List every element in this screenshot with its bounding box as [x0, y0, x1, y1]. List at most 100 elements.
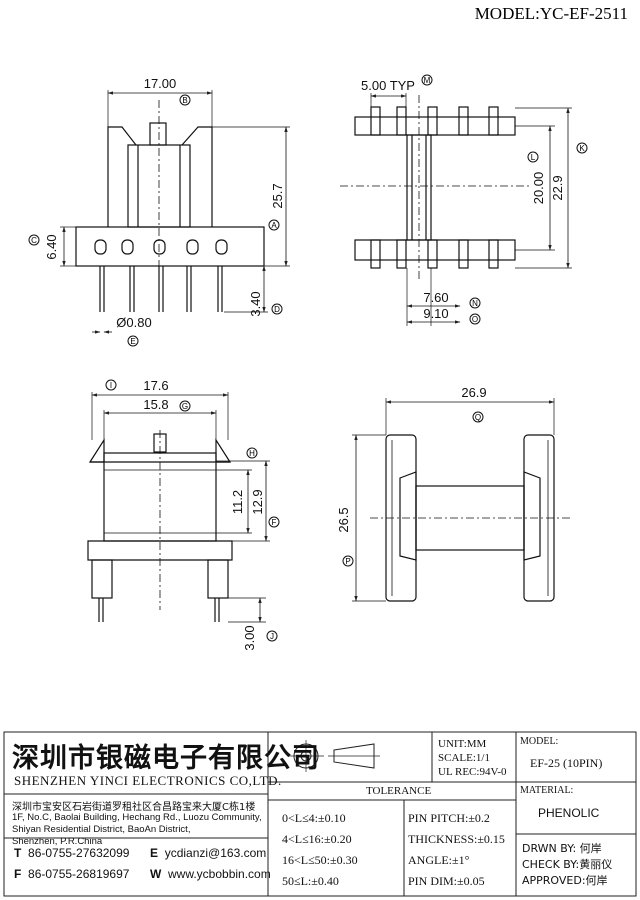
- tag-d: D: [274, 305, 280, 314]
- model-value: EF-25 (10PIN): [530, 756, 603, 770]
- tag-n: N: [472, 299, 478, 308]
- tolerance-row: 50≤L:±0.40: [282, 874, 339, 888]
- address-line: 1F, No.C, Baolai Building, Hechang Rd., …: [12, 812, 262, 823]
- tolerance-row: 0<L≤4:±0.10: [282, 811, 346, 825]
- email-value: ycdianzi@163.com: [164, 846, 267, 860]
- dim-side-window-inner: 11.2: [230, 490, 245, 514]
- top-upper-pins: [370, 106, 499, 136]
- spec-scale: SCALE:1/1: [438, 752, 490, 764]
- dim-top-pitch: 5.00 TYP: [361, 78, 415, 93]
- tolerance-title: TOLERANCE: [366, 785, 432, 797]
- drawn-by: DRWN BY: 何岸: [522, 842, 602, 855]
- tel-label: T: [14, 846, 22, 860]
- company-web: W www.ycbobbin.com: [150, 867, 271, 881]
- top-dim-labels: 5.00 TYP 20.00 22.9 7.60 9.10: [361, 78, 565, 321]
- side-right-post: [207, 559, 229, 599]
- company-tel: T 86-0755-27632099: [14, 846, 129, 860]
- front-base-slots: [94, 239, 228, 255]
- side-dim-labels: 17.6 15.8 11.2 12.9 3.00: [143, 378, 265, 651]
- tag-q: Q: [475, 413, 481, 422]
- checked-by: CHECK BY:黄丽仪: [522, 858, 613, 871]
- top-lower-pins: [370, 239, 499, 269]
- top-tags: M L K N O: [421, 74, 588, 325]
- tolerance-row: PIN PITCH:±0.2: [408, 811, 490, 825]
- front-base: [75, 226, 265, 267]
- tag-f: F: [272, 518, 277, 527]
- dim-side-window-outer: 12.9: [250, 489, 265, 514]
- dim-side-outer-width: 17.6: [143, 378, 168, 393]
- tolerance-right: PIN PITCH:±0.2 THICKNESS:±0.15 ANGLE:±1°…: [408, 808, 505, 892]
- front-view: [60, 90, 290, 334]
- spec-ul: UL REC:94V-0: [438, 766, 507, 778]
- tag-m: M: [424, 76, 431, 85]
- tolerance-row: PIN DIM:±0.05: [408, 874, 485, 888]
- dim-top-outer-span: 22.9: [550, 175, 565, 200]
- front-pins: [99, 266, 223, 312]
- web-label: W: [150, 867, 162, 881]
- model-label: MODEL:: [520, 736, 559, 747]
- top-upper-flange: [354, 116, 516, 136]
- tag-b: B: [182, 96, 187, 105]
- tel-value: 86-0755-27632099: [28, 846, 130, 860]
- dim-end-height: 26.5: [336, 507, 351, 532]
- dim-front-pin-diameter: Ø0.80: [116, 315, 151, 330]
- dim-side-inner-width: 15.8: [143, 397, 168, 412]
- front-dim-labels: 17.00 25.7 6.40 3.40 Ø0.80: [44, 76, 285, 330]
- dim-top-inner-span: 20.00: [531, 172, 546, 205]
- company-address-cn: 深圳市宝安区石岩街道罗租社区合昌路宝来大厦C栋1楼: [12, 802, 256, 813]
- dim-side-pin-length: 3.00: [242, 625, 257, 650]
- title-block: [3, 731, 637, 897]
- tag-k: K: [579, 144, 585, 153]
- address-line: Shenzhen, P.R.China: [12, 836, 103, 847]
- tolerance-row: ANGLE:±1°: [408, 853, 470, 867]
- top-lower-flange: [354, 239, 516, 261]
- tolerance-row: 4<L≤16:±0.20: [282, 832, 352, 846]
- side-left-post: [91, 559, 113, 599]
- end-dim-labels: 26.9 26.5: [336, 385, 487, 533]
- dim-front-height: 25.7: [270, 183, 285, 208]
- dim-top-core-outer: 9.10: [423, 306, 448, 321]
- tag-g: G: [182, 402, 188, 411]
- material-label: MATERIAL:: [520, 785, 574, 796]
- tag-i: I: [110, 381, 112, 390]
- company-email: E ycdianzi@163.com: [150, 846, 266, 860]
- company-name-cn: 深圳市银磁电子有限公司: [12, 743, 320, 774]
- dim-top-core-inner: 7.60: [423, 290, 448, 305]
- tolerance-left: 0<L≤4:±0.10 4<L≤16:±0.20 16<L≤50:±0.30 5…: [282, 808, 358, 892]
- tag-p: P: [345, 557, 350, 566]
- company-address-en: 1F, No.C, Baolai Building, Hechang Rd., …: [12, 812, 262, 848]
- material-value: PHENOLIC: [538, 806, 600, 820]
- fax-label: F: [14, 867, 22, 881]
- dim-front-pin-length: 3.40: [248, 291, 263, 316]
- tolerance-row: 16<L≤50:±0.30: [282, 853, 358, 867]
- dim-end-length: 26.9: [461, 385, 486, 400]
- tag-c: C: [31, 236, 37, 245]
- email-label: E: [150, 846, 159, 860]
- dim-front-width: 17.00: [144, 76, 177, 91]
- side-view: [87, 392, 270, 623]
- fax-value: 86-0755-26819697: [28, 867, 130, 881]
- tag-l: L: [531, 153, 536, 162]
- spec-unit: UNIT:MM: [438, 738, 487, 750]
- tag-o: O: [472, 315, 478, 324]
- top-view: [340, 93, 572, 326]
- model-title: MODEL:YC-EF-2511: [475, 4, 628, 23]
- tolerance-row: THICKNESS:±0.15: [408, 832, 505, 846]
- approved-by: APPROVED:何岸: [522, 874, 608, 887]
- dim-front-base: 6.40: [44, 234, 59, 259]
- tag-e: E: [130, 337, 135, 346]
- company-fax: F 86-0755-26819697: [14, 867, 129, 881]
- end-view: [352, 398, 570, 602]
- tag-h: H: [249, 449, 255, 458]
- tag-j: J: [270, 632, 274, 641]
- web-value: www.ycbobbin.com: [168, 867, 271, 881]
- end-tags: Q P: [342, 411, 484, 567]
- front-right-flange: [181, 126, 213, 227]
- front-tags: B A C D E: [28, 94, 283, 347]
- company-name-en: SHENZHEN YINCI ELECTRONICS CO,LTD.: [14, 773, 282, 788]
- address-line: Shiyan Residential District, BaoAn Distr…: [12, 824, 191, 835]
- side-tags: I G H F J: [105, 379, 280, 642]
- front-left-flange: [107, 126, 137, 227]
- tag-a: A: [271, 221, 277, 230]
